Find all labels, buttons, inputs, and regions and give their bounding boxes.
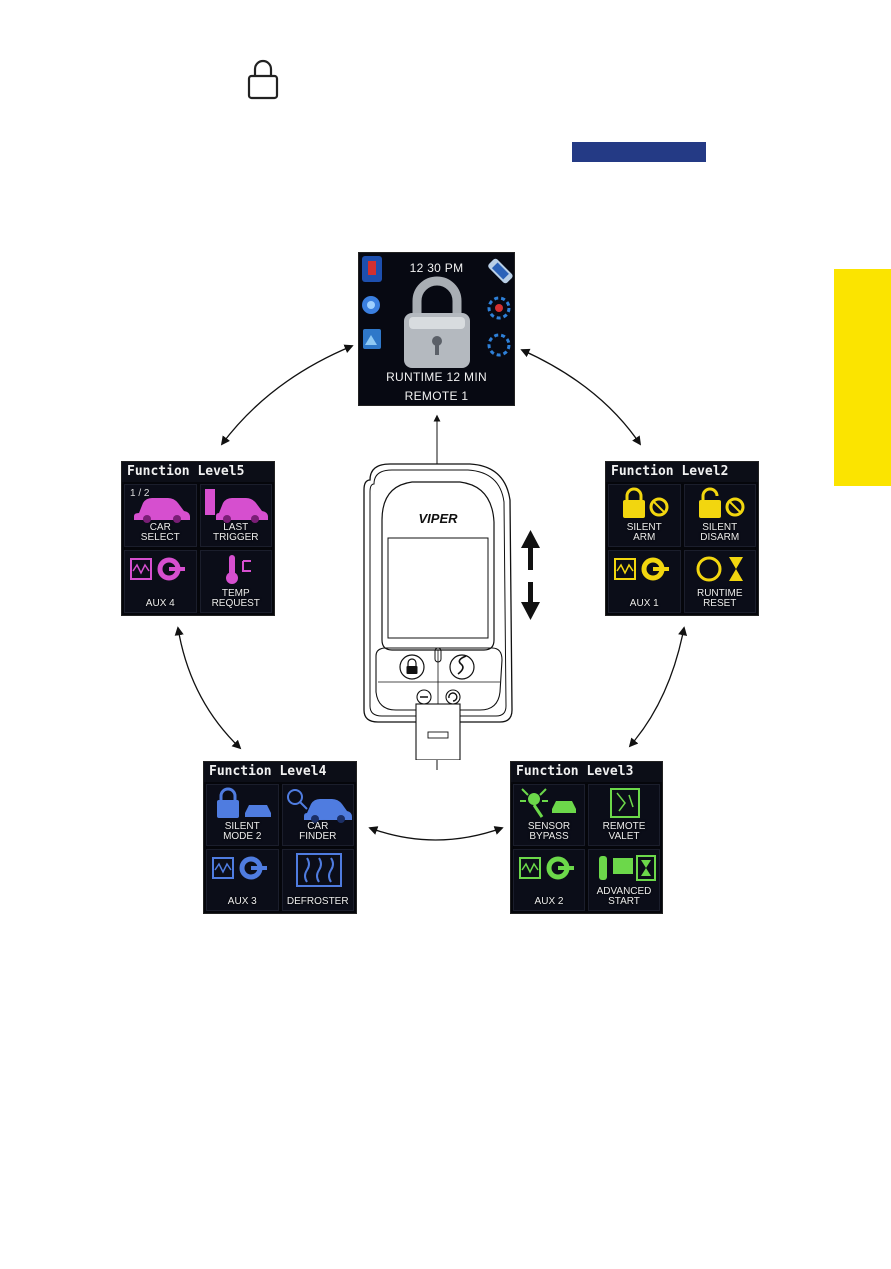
- silent-mode-icon: [207, 785, 279, 825]
- silent-mode-2-option[interactable]: SILENT MODE 2: [206, 784, 279, 846]
- scroll-down-arrow: [521, 582, 540, 620]
- cell-label: SILENT ARM: [609, 523, 680, 546]
- runtime-readout: RUNTIME 12 MIN: [359, 370, 514, 384]
- function-level5-screen: Function Level5 1 / 2 CAR SELECT LAST TR…: [121, 461, 275, 616]
- last-trigger-option[interactable]: LAST TRIGGER: [200, 484, 273, 547]
- cell-label: LAST TRIGGER: [201, 523, 272, 546]
- clock-readout: 12 30 PM: [359, 261, 514, 275]
- aux-icon: [207, 850, 279, 900]
- cell-label: SENSOR BYPASS: [514, 822, 584, 845]
- hourglass-icon: [685, 551, 757, 591]
- main-status-screen: 12 30 PM RUNTIME 12 MIN REMOTE 1: [358, 252, 515, 406]
- car-select-option[interactable]: 1 / 2 CAR SELECT: [124, 484, 197, 547]
- panel-title: Function Level2: [606, 462, 758, 482]
- arrow-main-to-level5: [222, 346, 352, 444]
- cell-label: AUX 3: [207, 897, 278, 910]
- cell-label: ADVANCED START: [589, 887, 659, 910]
- cell-label: SILENT DISARM: [685, 523, 756, 546]
- aux-icon: [125, 551, 197, 601]
- cell-label: DEFROSTER: [283, 897, 354, 910]
- scroll-up-arrow: [521, 530, 540, 570]
- thermometer-icon: [201, 551, 273, 591]
- arrow-level2-to-level3: [630, 628, 684, 746]
- arrow-level4-to-level3: [370, 828, 502, 840]
- advanced-start-option[interactable]: ADVANCED START: [588, 849, 660, 911]
- aux-4-option[interactable]: AUX 4: [124, 550, 197, 613]
- panel-title: Function Level3: [511, 762, 662, 782]
- cell-label: SILENT MODE 2: [207, 822, 278, 845]
- silent-arm-option[interactable]: SILENT ARM: [608, 484, 681, 547]
- silent-unlock-icon: [685, 485, 757, 525]
- aux-icon: [609, 551, 681, 601]
- aux-icon: [514, 850, 585, 900]
- cell-label: RUNTIME RESET: [685, 589, 756, 612]
- cell-label: TEMP REQUEST: [201, 589, 272, 612]
- cell-label: CAR FINDER: [283, 822, 354, 845]
- cell-label: CAR SELECT: [125, 523, 196, 546]
- arrow-main-to-level2: [522, 350, 640, 444]
- defroster-option[interactable]: DEFROSTER: [282, 849, 355, 911]
- function-level4-screen: Function Level4 SILENT MODE 2 CAR FINDER: [203, 761, 357, 914]
- sensor-bypass-icon: [514, 785, 585, 825]
- defroster-icon: [283, 850, 355, 900]
- aux-3-option[interactable]: AUX 3: [206, 849, 279, 911]
- viper-logo: VIPER: [418, 511, 458, 526]
- temp-request-option[interactable]: TEMP REQUEST: [200, 550, 273, 613]
- panel-title: Function Level4: [204, 762, 356, 782]
- cell-label: AUX 2: [514, 897, 584, 910]
- silent-disarm-option[interactable]: SILENT DISARM: [684, 484, 757, 547]
- arrow-level5-to-level4: [178, 628, 240, 748]
- aux-2-option[interactable]: AUX 2: [513, 849, 585, 911]
- function-level3-screen: Function Level3 SENSOR BYPASS REMOTE VAL…: [510, 761, 663, 914]
- valet-icon: [589, 785, 660, 825]
- remote-valet-option[interactable]: REMOTE VALET: [588, 784, 660, 846]
- cell-label: AUX 4: [125, 599, 196, 612]
- panel-title: Function Level5: [122, 462, 274, 482]
- cell-label: REMOTE VALET: [589, 822, 659, 845]
- page-indicator: 1 / 2: [130, 488, 149, 499]
- car-finder-icon: [283, 785, 355, 825]
- sensor-bypass-option[interactable]: SENSOR BYPASS: [513, 784, 585, 846]
- aux-1-option[interactable]: AUX 1: [608, 550, 681, 613]
- viper-remote: VIPER: [360, 460, 518, 760]
- runtime-reset-option[interactable]: RUNTIME RESET: [684, 550, 757, 613]
- car-finder-option[interactable]: CAR FINDER: [282, 784, 355, 846]
- aux-button: [446, 690, 460, 704]
- silent-lock-icon: [609, 485, 681, 525]
- function-level2-screen: Function Level2 SILENT ARM SILENT DISARM: [605, 461, 759, 616]
- cell-label: AUX 1: [609, 599, 680, 612]
- advanced-start-icon: [589, 850, 660, 890]
- remote-readout: REMOTE 1: [359, 389, 514, 403]
- last-trigger-icon: [201, 485, 273, 525]
